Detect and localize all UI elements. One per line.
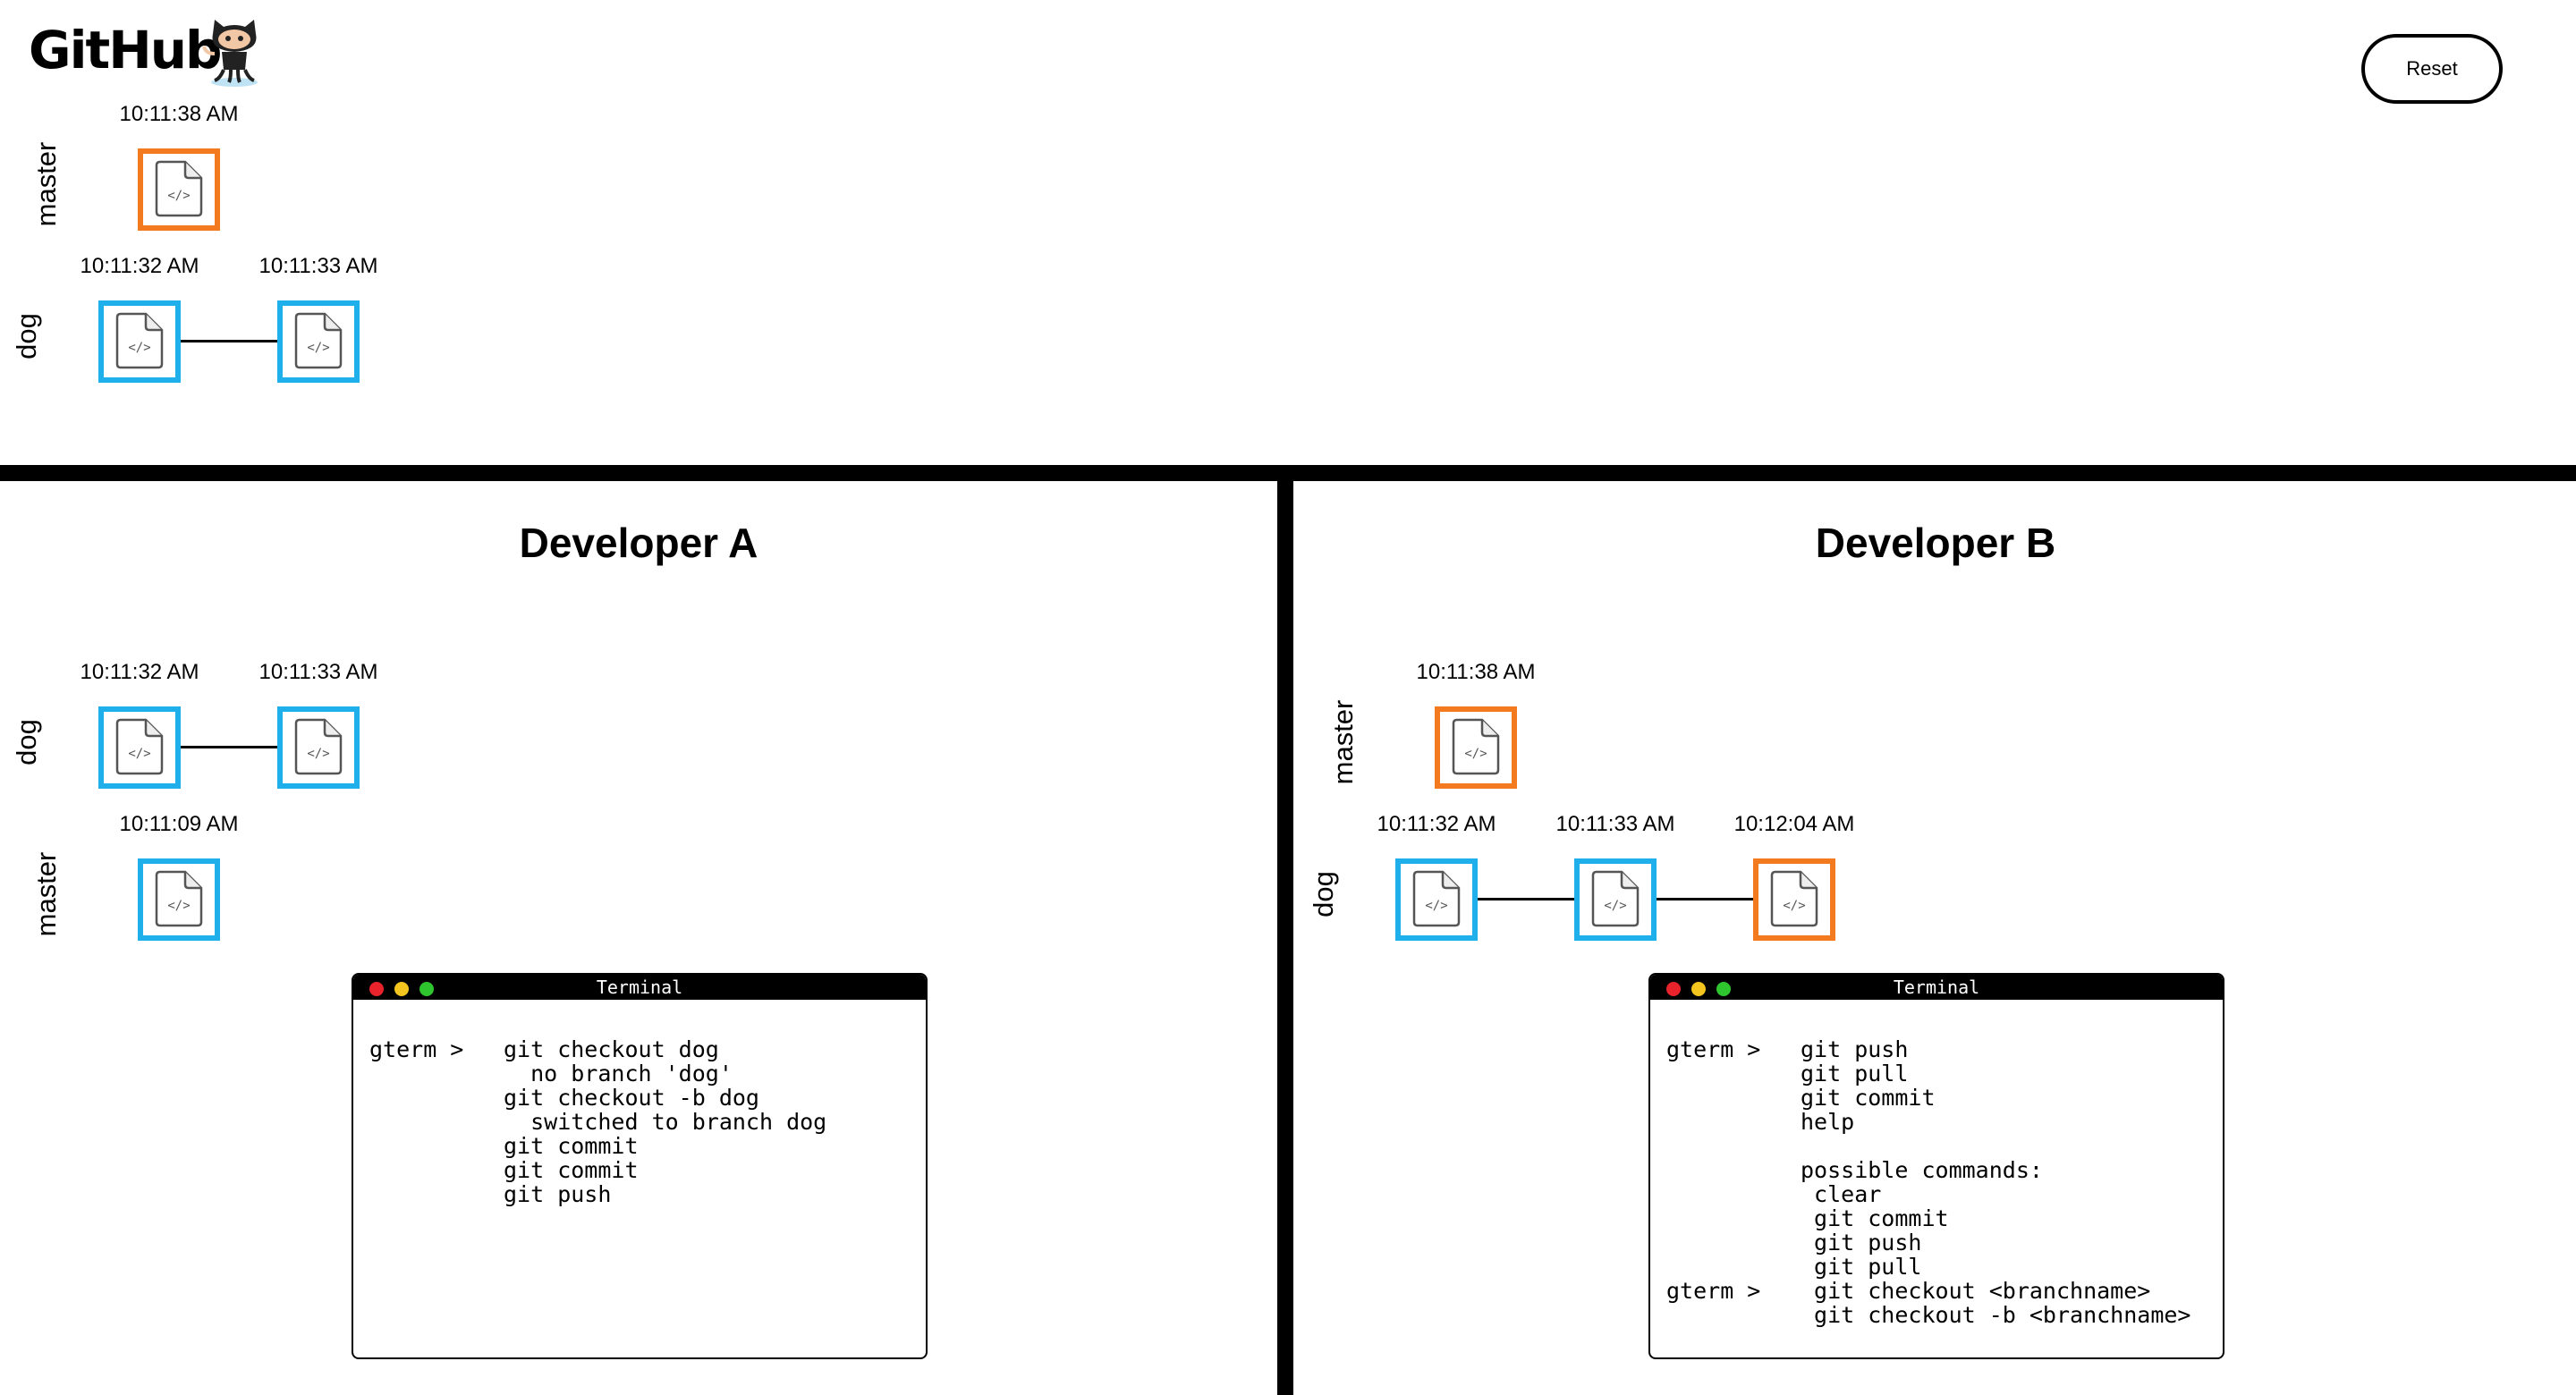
terminal-line: git push — [1801, 1230, 1922, 1256]
maximize-dot-icon — [1716, 982, 1731, 996]
commit-timestamp: 10:11:38 AM — [119, 102, 239, 126]
branch-label-master: master — [30, 851, 62, 937]
commit-node[interactable]: </> — [98, 300, 181, 383]
terminal-line: git commit — [1801, 1205, 1949, 1231]
commit-node[interactable]: </> — [138, 148, 220, 231]
commit-timestamp: 10:11:38 AM — [1416, 660, 1536, 684]
terminal-title-bar: Terminal — [1650, 975, 2223, 1000]
branch-label-master: master — [1327, 699, 1359, 785]
svg-text:</>: </> — [167, 189, 190, 203]
commit-timestamp: 10:11:33 AM — [1555, 812, 1675, 836]
branch-label-dog: dog — [11, 719, 42, 765]
code-file-icon: </> — [149, 156, 208, 224]
developer-b-title: Developer B — [1815, 520, 2056, 566]
reset-button[interactable]: Reset — [2361, 34, 2503, 104]
terminal-window-a[interactable]: Terminal gterm > git checkout dog no bra… — [352, 973, 928, 1359]
terminal-line: git checkout <branchname> — [1801, 1278, 2151, 1304]
commit-timestamp: 10:11:09 AM — [119, 812, 239, 836]
svg-text:</>: </> — [307, 341, 329, 355]
commit-node[interactable]: </> — [1395, 858, 1478, 941]
terminal-line: git checkout -b <branchname> — [1801, 1302, 2191, 1328]
commit-node[interactable]: </> — [1435, 706, 1517, 789]
terminal-prompt: gterm > — [369, 1036, 464, 1062]
code-file-icon: </> — [1586, 867, 1645, 934]
commit-node[interactable]: </> — [277, 300, 360, 383]
terminal-line: git checkout dog — [504, 1036, 719, 1062]
commit-timestamp: 10:12:04 AM — [1733, 812, 1855, 836]
commit-node[interactable]: </> — [138, 858, 220, 941]
commit-timestamp: 10:11:32 AM — [1377, 812, 1496, 836]
svg-text:</>: </> — [167, 899, 190, 913]
commit-timestamp: 10:11:33 AM — [258, 660, 378, 684]
terminal-title: Terminal — [596, 976, 683, 998]
terminal-title: Terminal — [1893, 976, 1980, 998]
terminal-title-bar: Terminal — [353, 975, 926, 1000]
commit-node[interactable]: </> — [1753, 858, 1835, 941]
svg-text:</>: </> — [128, 341, 150, 355]
terminal-line: switched to branch dog — [504, 1109, 827, 1135]
terminal-window-b[interactable]: Terminal gterm > git push git pull git c… — [1648, 973, 2224, 1359]
terminal-line: git pull — [1801, 1254, 1922, 1280]
commit-timestamp: 10:11:32 AM — [80, 660, 199, 684]
maximize-dot-icon — [419, 982, 434, 996]
vertical-divider — [1277, 465, 1293, 1395]
code-file-icon: </> — [149, 867, 208, 934]
terminal-line: no branch 'dog' — [504, 1061, 733, 1086]
commit-link — [1476, 898, 1574, 900]
branch-label-dog: dog — [1308, 871, 1339, 917]
terminal-line: git push — [504, 1181, 612, 1207]
code-file-icon: </> — [289, 309, 348, 376]
code-file-icon: </> — [110, 714, 169, 782]
commit-node[interactable]: </> — [277, 706, 360, 789]
terminal-line: help — [1801, 1109, 1855, 1135]
code-file-icon: </> — [289, 714, 348, 782]
octocat-icon — [199, 14, 270, 89]
code-file-icon: </> — [1446, 714, 1505, 782]
branch-label-master: master — [30, 141, 62, 227]
code-file-icon: </> — [110, 309, 169, 376]
svg-text:</>: </> — [1425, 899, 1447, 913]
github-logo: GitHub — [29, 20, 223, 80]
terminal-prompt: gterm > — [1666, 1278, 1761, 1304]
minimize-dot-icon — [394, 982, 409, 996]
svg-text:</>: </> — [307, 747, 329, 761]
code-file-icon: </> — [1407, 867, 1466, 934]
close-dot-icon — [369, 982, 384, 996]
svg-text:</>: </> — [1604, 899, 1626, 913]
terminal-line: git pull — [1801, 1061, 1909, 1086]
terminal-line: git push — [1801, 1036, 1909, 1062]
terminal-prompt: gterm > — [1666, 1036, 1761, 1062]
terminal-line: git commit — [504, 1157, 639, 1183]
developer-a-title: Developer A — [519, 520, 758, 566]
svg-text:</>: </> — [1783, 899, 1805, 913]
code-file-icon: </> — [1765, 867, 1824, 934]
terminal-line: git commit — [504, 1133, 639, 1159]
branch-label-dog: dog — [11, 313, 42, 359]
commit-node[interactable]: </> — [1574, 858, 1657, 941]
svg-text:</>: </> — [128, 747, 150, 761]
terminal-line: clear — [1801, 1181, 1882, 1207]
commit-link — [1655, 898, 1753, 900]
svg-text:</>: </> — [1464, 747, 1487, 761]
commit-link — [179, 746, 277, 748]
terminal-line: git checkout -b dog — [504, 1085, 759, 1111]
minimize-dot-icon — [1691, 982, 1706, 996]
terminal-line: possible commands: — [1801, 1157, 2043, 1183]
terminal-line: git commit — [1801, 1085, 1936, 1111]
commit-link — [179, 340, 277, 342]
commit-timestamp: 10:11:33 AM — [258, 254, 378, 278]
close-dot-icon — [1666, 982, 1681, 996]
commit-node[interactable]: </> — [98, 706, 181, 789]
commit-timestamp: 10:11:32 AM — [80, 254, 199, 278]
